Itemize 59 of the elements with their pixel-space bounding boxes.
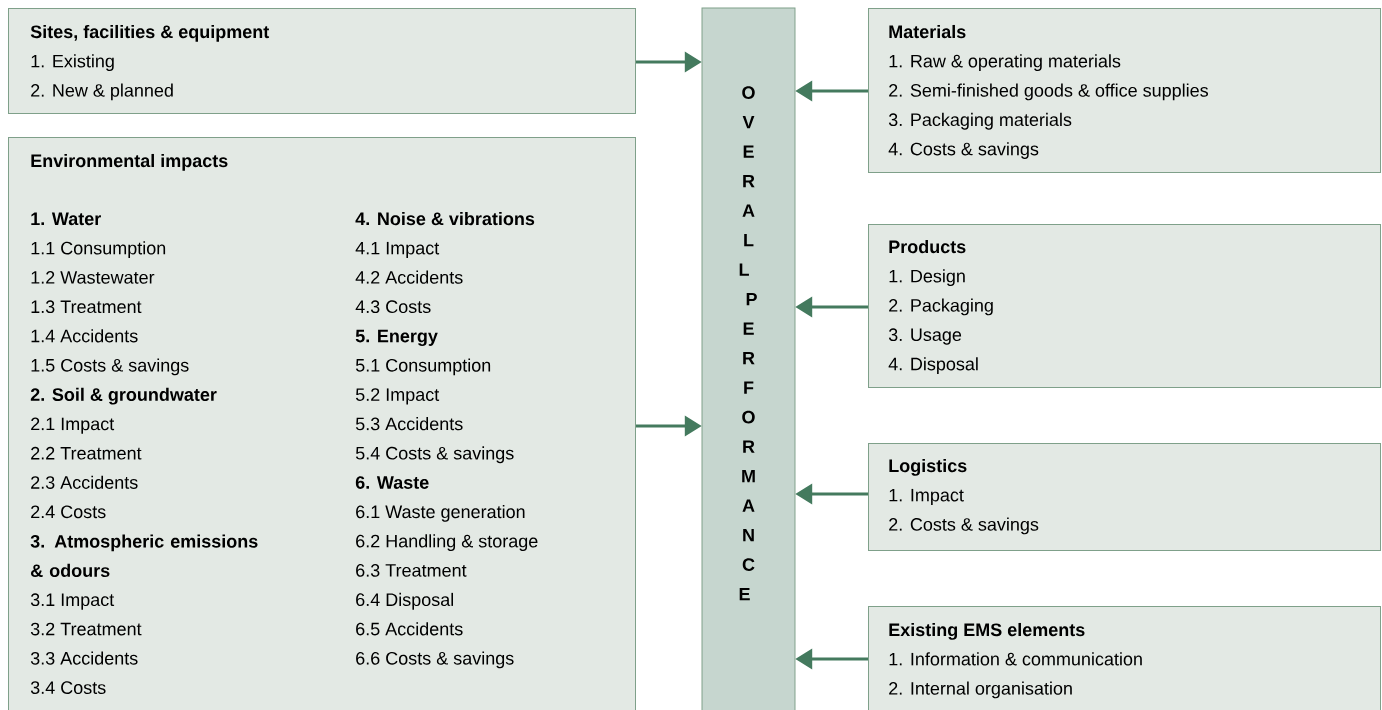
section-heading: 5. Energy <box>355 329 438 346</box>
section-heading: 3. Atmospheric emissions & odours <box>30 534 258 577</box>
section-heading: 1. Water <box>31 212 101 226</box>
list-item: 6.4 Disposal <box>356 592 453 610</box>
category-panel <box>8 137 636 710</box>
category-panel <box>868 606 1381 710</box>
list-item: 1. Raw & operating materials <box>889 54 1121 72</box>
list-item: 1. Information & communication <box>889 652 1142 666</box>
list-item: 3.1 Impact <box>30 593 115 610</box>
list-item: 1. Design <box>889 269 965 287</box>
list-item: 2. Costs & savings <box>889 517 1039 535</box>
list-item: 6.3 Treatment <box>356 564 467 577</box>
list-item: 5.2 Impact <box>355 388 440 405</box>
category-panel <box>868 224 1381 388</box>
category-panel <box>868 8 1381 173</box>
list-item: 1.2 Wastewater <box>31 271 155 284</box>
list-item: 5.4 Costs & savings <box>355 446 514 464</box>
list-item: 3.3 Accidents <box>30 651 138 665</box>
list-item: 4. Costs & savings <box>888 142 1039 159</box>
list-item: 2. New & planned <box>31 83 173 101</box>
list-item: 1.1 Consumption <box>31 241 166 259</box>
panel-heading: Environmental impacts <box>31 153 228 171</box>
list-item: 3.2 Treatment <box>30 622 142 636</box>
list-item: 4.3 Costs <box>355 300 431 314</box>
performance-bar: OVERALL PERFORMANCE <box>701 7 796 710</box>
list-item: 3.4 Costs <box>30 681 106 694</box>
section-heading: 2. Soil & groundwater <box>30 387 217 405</box>
list-item: 2. Packaging <box>889 298 993 316</box>
list-item: 6.6 Costs & savings <box>356 651 514 669</box>
list-item: 6.1 Waste generation <box>356 504 525 522</box>
list-item: 1. Impact <box>889 488 964 506</box>
list-item: 6.5 Accidents <box>356 622 463 636</box>
list-item: 2.4 Costs <box>31 505 106 519</box>
list-item: 4.1 Impact <box>355 241 440 259</box>
panel-heading: Existing EMS elements <box>889 622 1085 640</box>
list-item: 5.1 Consumption <box>355 358 491 376</box>
list-item: 6.2 Handling & storage <box>356 534 538 552</box>
list-item: 2. Semi-finished goods & office supplies <box>889 83 1208 101</box>
section-heading: 6. Waste <box>355 476 429 489</box>
list-item: 4.2 Accidents <box>355 270 463 284</box>
list-item: 3. Usage <box>888 328 962 345</box>
list-item: 2.1 Impact <box>31 417 115 434</box>
section-heading: 4. Noise & vibrations <box>355 211 535 226</box>
list-item: 3. Packaging materials <box>888 112 1072 130</box>
list-item: 1.5 Costs & savings <box>31 358 189 376</box>
category-panel <box>8 8 636 114</box>
list-item: 1.4 Accidents <box>31 329 138 343</box>
list-item: 2.2 Treatment <box>31 446 142 460</box>
list-item: 1.3 Treatment <box>31 300 142 314</box>
panel-heading: Sites, facilities & equipment <box>30 24 270 42</box>
list-item: 1. Existing <box>31 54 114 72</box>
list-item: 2.3 Accidents <box>31 475 138 489</box>
list-item: 4. Disposal <box>888 357 978 374</box>
panel-heading: Products <box>889 239 966 254</box>
category-panel <box>868 443 1381 551</box>
list-item: 2. Internal organisation <box>889 681 1072 699</box>
panel-heading: Logistics <box>889 458 967 476</box>
list-item: 5.3 Accidents <box>355 417 463 431</box>
panel-heading: Materials <box>889 24 966 39</box>
